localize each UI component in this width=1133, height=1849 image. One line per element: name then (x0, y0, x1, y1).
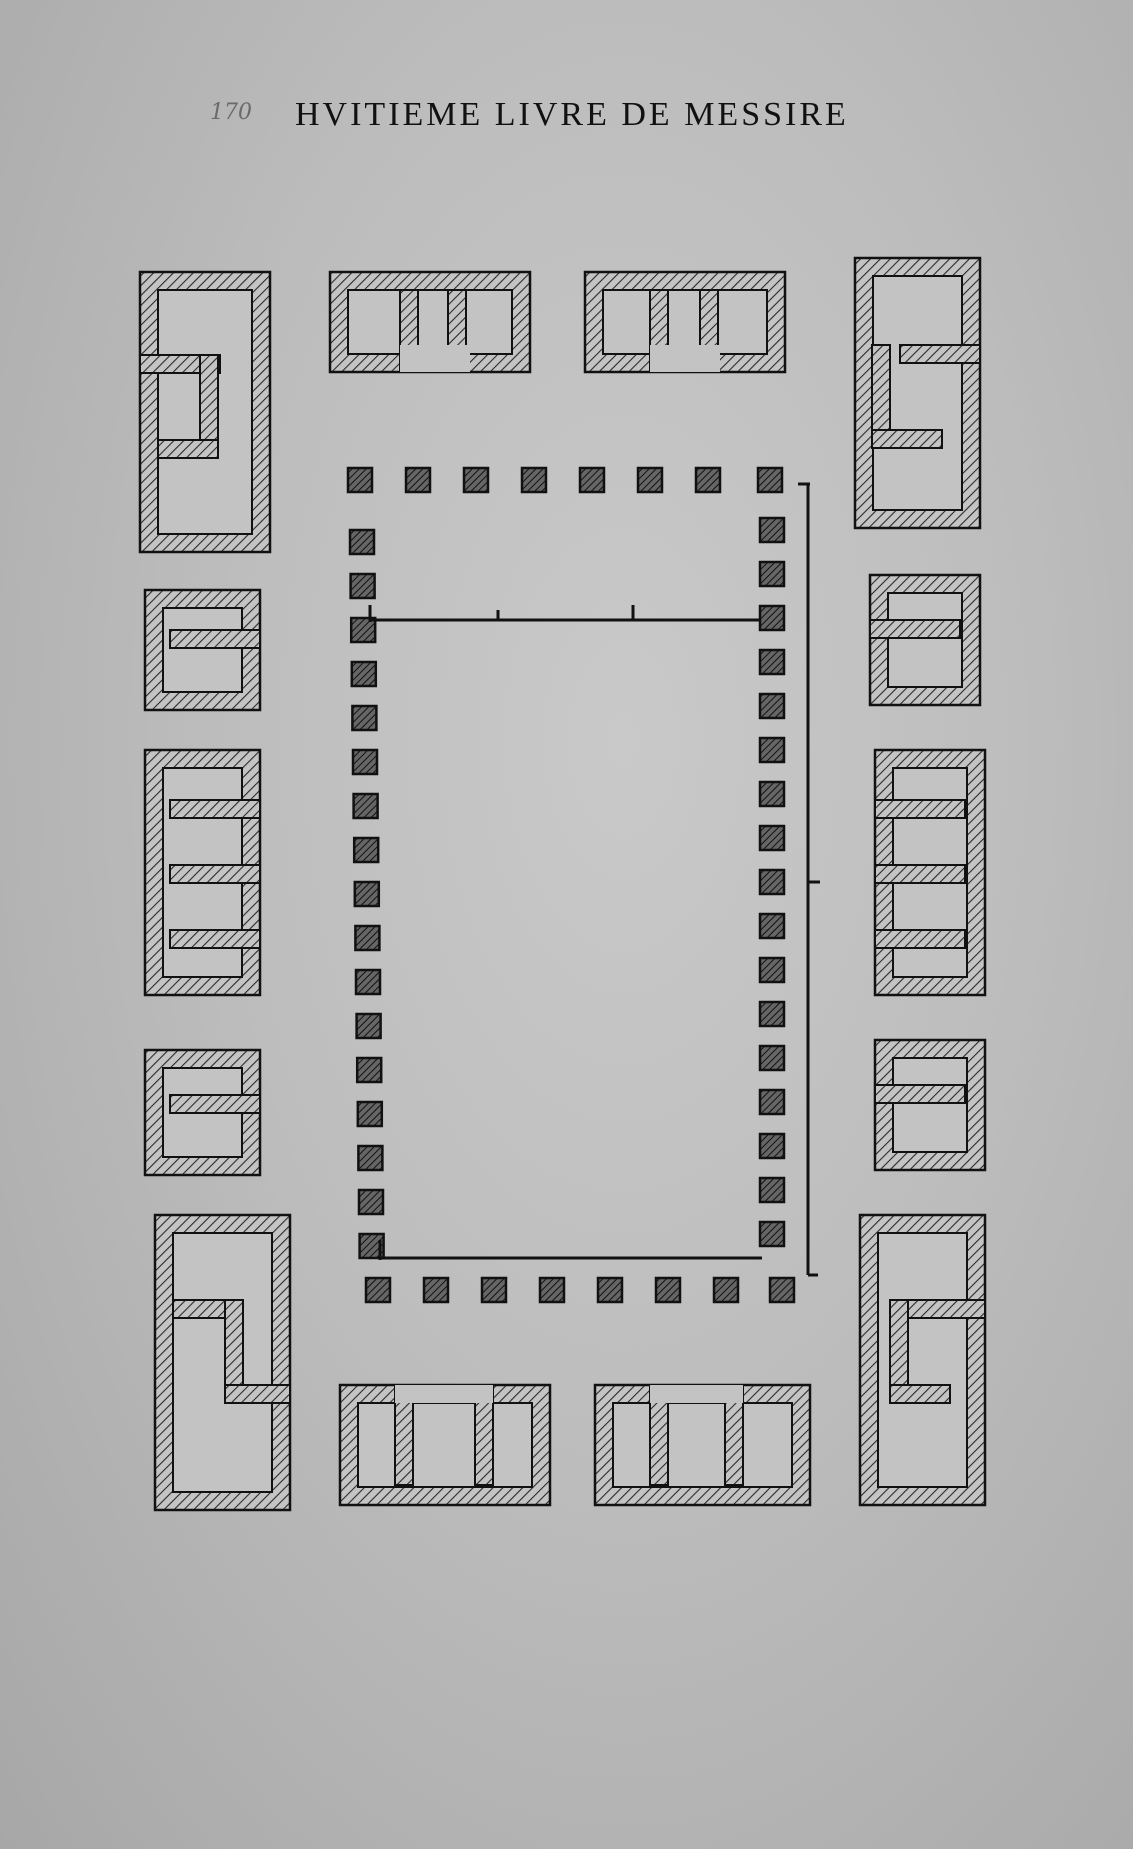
bottom-room-left-interior (357, 1402, 533, 1488)
pier (758, 560, 786, 588)
pier (758, 1000, 786, 1028)
pier (350, 660, 378, 688)
pier (356, 1100, 384, 1128)
pier (578, 466, 606, 494)
pier (758, 604, 786, 632)
pier (758, 868, 786, 896)
running-head: HVITIEME LIVRE DE MESSIRE (295, 96, 849, 133)
bottom-room-right-interior (612, 1402, 793, 1488)
pier (357, 1144, 384, 1172)
corner-room-bottom-right-wall-c (889, 1384, 951, 1404)
right-room-2-partition-3 (874, 929, 966, 949)
pier (694, 466, 722, 494)
pier (758, 1044, 786, 1072)
pier (758, 956, 786, 984)
pier (712, 1276, 740, 1304)
pier (462, 466, 490, 494)
pier (768, 1276, 796, 1304)
pier (351, 704, 378, 732)
top-room-left-interior (347, 289, 513, 355)
pier (758, 1132, 786, 1160)
pier (354, 968, 382, 996)
colonnade-piers (346, 466, 796, 1304)
corner-room-bottom-left-wall-c (224, 1384, 291, 1404)
pier (351, 748, 379, 776)
left-room-2-partition-2 (169, 864, 261, 884)
right-room-2-partition-2 (874, 864, 966, 884)
pier (756, 466, 784, 494)
pier (758, 824, 786, 852)
pier (758, 1220, 786, 1248)
left-room-2-partition-3 (169, 929, 261, 949)
pier (636, 466, 664, 494)
pier (654, 1276, 682, 1304)
pier (352, 836, 380, 864)
pier (348, 528, 376, 556)
pier (355, 1012, 382, 1040)
top-room-left-door (400, 345, 470, 372)
pier (354, 924, 381, 952)
pier (422, 1276, 450, 1304)
left-room-1-interior (162, 607, 243, 693)
left-room-1-partition (169, 629, 261, 649)
court-walls (368, 482, 820, 1277)
pier (758, 516, 786, 544)
top-room-center-door (650, 345, 720, 372)
pier (758, 1088, 786, 1116)
corner-room-top-right-wall-b (871, 344, 891, 436)
pier (596, 1276, 624, 1304)
corner-room-bottom-left-interior (172, 1232, 273, 1493)
corner-room-top-right-wall-c (871, 429, 943, 449)
page-number: 170 (210, 100, 252, 125)
right-room-3-interior (892, 1057, 968, 1153)
pier (758, 692, 786, 720)
pier (404, 466, 432, 494)
pier (758, 736, 786, 764)
pier (353, 880, 381, 908)
pier (352, 792, 379, 820)
pier (364, 1276, 392, 1304)
pier (538, 1276, 566, 1304)
pier (349, 572, 376, 600)
bottom-room-left-door (395, 1385, 493, 1403)
pier (758, 1176, 786, 1204)
right-room-2-partition-1 (874, 799, 966, 819)
top-room-center-interior (602, 289, 768, 355)
right-room-1-interior (887, 592, 963, 688)
pier (520, 466, 548, 494)
pier (355, 1056, 383, 1084)
pier (758, 912, 786, 940)
pier (758, 648, 786, 676)
pier (758, 780, 786, 808)
pier (346, 466, 374, 494)
right-room-1-partition (869, 619, 961, 639)
bottom-room-right-door (650, 1385, 743, 1403)
corner-room-top-left-wall-c (157, 439, 219, 459)
right-room-3-partition (874, 1084, 966, 1104)
left-room-2-partition-1 (169, 799, 261, 819)
corner-room-top-right-wall-a (899, 344, 981, 364)
pier (357, 1188, 385, 1216)
corner-room-top-left-wall-b (199, 354, 219, 446)
pier (480, 1276, 508, 1304)
left-room-3-partition (169, 1094, 261, 1114)
pier (349, 616, 377, 644)
room-outlines (138, 256, 987, 1512)
